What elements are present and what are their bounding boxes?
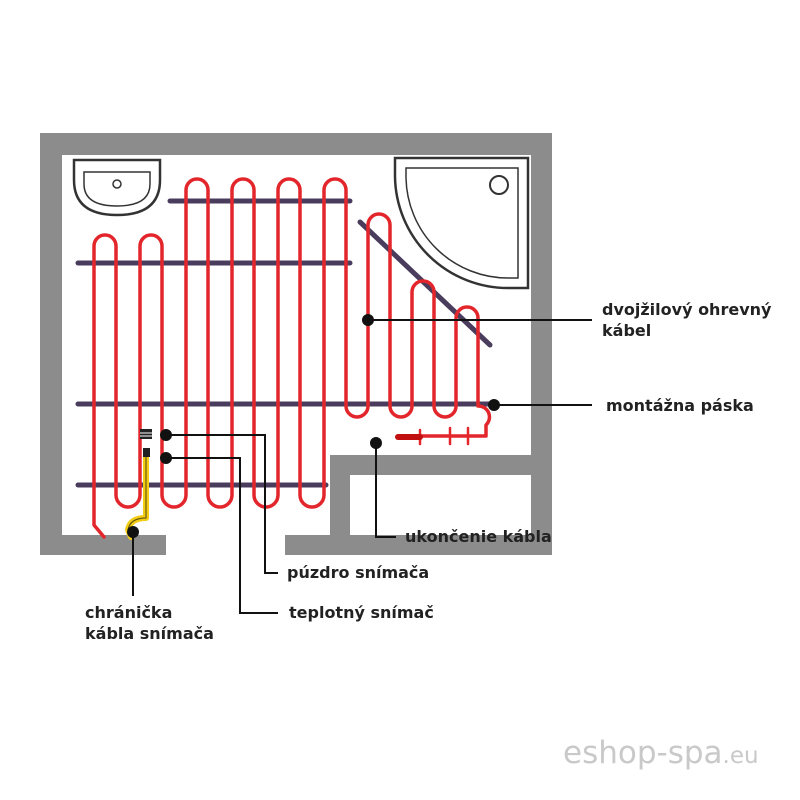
leader-dot xyxy=(488,399,500,411)
label-heating-cable-line2: kábel xyxy=(602,321,652,340)
wall-left xyxy=(40,133,62,555)
heating-cable xyxy=(92,177,492,539)
label-heating-cable-line1: dvojžilový ohrevný xyxy=(602,300,772,319)
leader-temp-sensor xyxy=(166,457,278,614)
leader-dot xyxy=(362,314,374,326)
label-mounting-tape: montážna páska xyxy=(606,396,754,415)
sensor-housing-icon xyxy=(140,429,152,457)
wall-recess-top xyxy=(330,455,552,475)
leader-dots xyxy=(127,314,500,538)
shower-tray-icon xyxy=(393,156,530,290)
leader-dot xyxy=(127,526,139,538)
mounting-tape-strip xyxy=(357,219,493,348)
brand-watermark: eshop-spa.eu xyxy=(563,735,759,774)
leader-dot xyxy=(160,429,172,441)
watermark-main: eshop-spa xyxy=(563,735,723,771)
wall-bottom-left xyxy=(40,535,166,555)
leader-dot xyxy=(160,452,172,464)
label-sensor-conduit-line1: chránička xyxy=(85,603,173,622)
leader-lines xyxy=(132,319,592,614)
label-sensor-housing: púzdro snímača xyxy=(287,563,430,582)
leader-dot xyxy=(370,437,382,449)
label-sensor-conduit-line2: kábla snímača xyxy=(85,624,214,643)
wall-right xyxy=(531,133,552,555)
label-heating-cable: dvojžilový ohrevný kábel xyxy=(602,299,771,341)
leader-cable-end xyxy=(375,443,396,538)
watermark-tld: .eu xyxy=(722,743,759,769)
mounting-tapes xyxy=(75,198,495,488)
label-temperature-sensor: teplotný snímač xyxy=(289,603,434,622)
sensor-conduit xyxy=(125,452,149,540)
leader-sensor-housing xyxy=(166,434,278,574)
label-sensor-cable-conduit: chránička kábla snímača xyxy=(85,602,214,644)
room-walls xyxy=(40,133,552,555)
washbasin-icon xyxy=(72,158,162,217)
wall-recess-side xyxy=(330,455,350,555)
wall-top xyxy=(40,133,552,155)
label-cable-end: ukončenie kábla xyxy=(405,527,552,546)
wall-bottom-right xyxy=(285,535,552,555)
